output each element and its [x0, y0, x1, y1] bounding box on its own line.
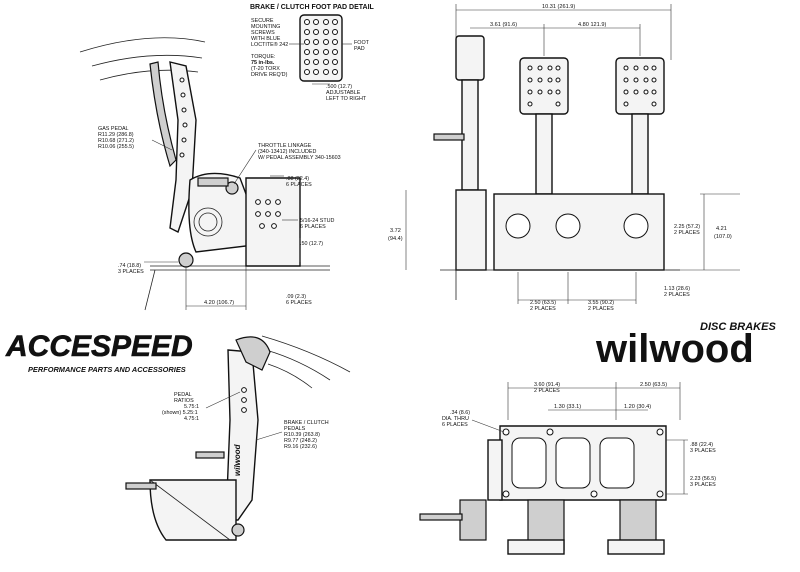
foot-pad-detail: BRAKE / CLUTCH FOOT PAD DETAIL SECURE MO…: [250, 4, 375, 102]
accespeed-wordmark: ACCESPEED: [5, 330, 193, 363]
dim-130: 1.30 (33.1): [554, 404, 581, 410]
detail-title: BRAKE / CLUTCH FOOT PAD DETAIL: [250, 4, 375, 11]
throttle-linkage-note: THROTTLE LINKAGE (340-13412) INCLUDED W/…: [258, 143, 341, 161]
dim-250: 2.50 (63.5) 2 PLACES: [530, 300, 558, 312]
dim-420: 4.20 (106.7): [204, 300, 234, 306]
ratio-holes: [241, 387, 247, 413]
front-view: 10.31 (261.9) 3.61 (91.6) 4.80 121.9): [388, 4, 740, 312]
accespeed-tagline: PERFORMANCE PARTS AND ACCESSORIES: [28, 365, 186, 374]
pad-left-top: [507, 539, 565, 555]
brake-pad-holes: [623, 65, 657, 107]
gas-pedal-top: [487, 439, 503, 501]
pedal-base-shaft: [125, 482, 157, 490]
disc-brakes-text: DISC BRAKES: [700, 321, 776, 333]
dia-thru-note: .34 (8.6) DIA. THRU 6 PLACES: [442, 410, 472, 428]
wilwood-wordmark: wilwood: [595, 327, 754, 371]
top-bore-mid: [555, 437, 591, 489]
stud-note: 5/16-24 STUD 6 PLACES: [300, 218, 336, 230]
brake-pedal-pad-side: [235, 336, 271, 371]
gas-pedal-pad-front: [455, 35, 485, 81]
gas-pedal-foot: [149, 61, 177, 168]
gas-pedal-base: [455, 189, 487, 271]
clutch-pedal-pad: [519, 57, 569, 115]
dim-74: .74 (18.8) 3 PLACES: [118, 263, 144, 275]
brake-clutch-note: BRAKE / CLUTCH PEDALS R10.39 (263.8) R9.…: [284, 420, 330, 450]
master-cyl-port-right: [623, 213, 649, 239]
pushrod: [195, 451, 225, 459]
brake-pedal-pad: [615, 57, 665, 115]
master-cyl-port-left: [505, 213, 531, 239]
pad-adjust-note: .500 (12.7) ADJUSTABLE LEFT TO RIGHT: [326, 84, 367, 102]
side-view: GAS PEDAL R11.29 (286.8) R10.68 (271.2) …: [79, 37, 341, 311]
master-cyl-port-mid: [555, 213, 581, 239]
stud-holes: [255, 199, 281, 229]
dim-223: 2.23 (56.5) 3 PLACES: [690, 476, 718, 488]
dim-120: 1.20 (30.4): [624, 404, 651, 410]
top-bore-right: [599, 437, 635, 489]
mount-holes-top: [502, 428, 664, 498]
gas-pedal-pad-top: [459, 499, 487, 541]
dim-421: 4.21 (107.0): [714, 226, 732, 240]
dim-361: 3.61 (91.6): [490, 22, 517, 28]
clutch-pedal-arm: [535, 113, 553, 195]
dim-overall-width: 10.31 (261.9): [542, 4, 575, 10]
pad-right-top: [607, 539, 665, 555]
dim-113: 1.13 (28.6) 2 PLACES: [664, 286, 692, 298]
foot-pad-plate: [299, 14, 343, 82]
accespeed-logo: ACCESPEED PERFORMANCE PARTS AND ACCESSOR…: [5, 330, 193, 374]
pedal-pivot-bolt: [178, 252, 194, 268]
dim-480: 4.80 121.9): [578, 22, 606, 28]
top-bore-left: [511, 437, 547, 489]
dim-88b: .88 (22.4) 3 PLACES: [690, 442, 716, 454]
dim-372: 3.72 (94.4): [388, 228, 403, 242]
pedal-pivot: [231, 523, 245, 537]
foot-pad-note: FOOT PAD: [354, 40, 370, 52]
dim-09: .09 (2.3) 6 PLACES: [286, 294, 312, 306]
dim-88-six-places: .88 (22.4) 6 PLACES: [286, 176, 312, 188]
dim-360: 3.60 (91.4) 2 PLACES: [534, 382, 562, 394]
pedal-mount-base: [149, 479, 237, 541]
gas-pedal-note: GAS PEDAL R11.29 (286.8) R10.68 (271.2) …: [98, 126, 135, 150]
pedal-ratio-note: PEDAL RATIOS 5.75:1 (shown) 5.25:1 4.75:…: [162, 392, 201, 422]
brake-pedal-arm: [631, 113, 649, 195]
throttle-rod: [197, 177, 229, 187]
pedal-ratio-view: wilwood PEDAL RATIOS 5.75:1 (shown) 5.25…: [125, 335, 351, 541]
throttle-shaft: [433, 133, 465, 141]
wilwood-logo: DISC BRAKES wilwood: [595, 321, 776, 371]
top-view-shaft: [419, 513, 463, 521]
dim-50: .50 (12.7): [300, 241, 323, 247]
gas-pedal-holes: [179, 77, 188, 158]
torque-note: TORQUE: 75 in-lbs. (T-20 TORX DRIVE REQ'…: [251, 54, 288, 78]
clutch-pad-holes: [527, 65, 561, 107]
dim-225: 2.25 (57.2) 2 PLACES: [674, 224, 702, 236]
top-view: 3.60 (91.4) 2 PLACES 2.50 (63.5) 1.30 (3…: [419, 382, 718, 555]
foot-pad-holes: [304, 19, 338, 75]
dim-355: 3.55 (90.2) 2 PLACES: [588, 300, 616, 312]
dim-250b: 2.50 (63.5): [640, 382, 667, 388]
pedal-wilwood-logo: wilwood: [233, 443, 242, 476]
secure-note: SECURE MOUNTING SCREWS WITH BLUE LOCTITE…: [251, 18, 288, 48]
mounting-bracket: [245, 177, 301, 267]
throttle-pivot: [225, 181, 239, 195]
